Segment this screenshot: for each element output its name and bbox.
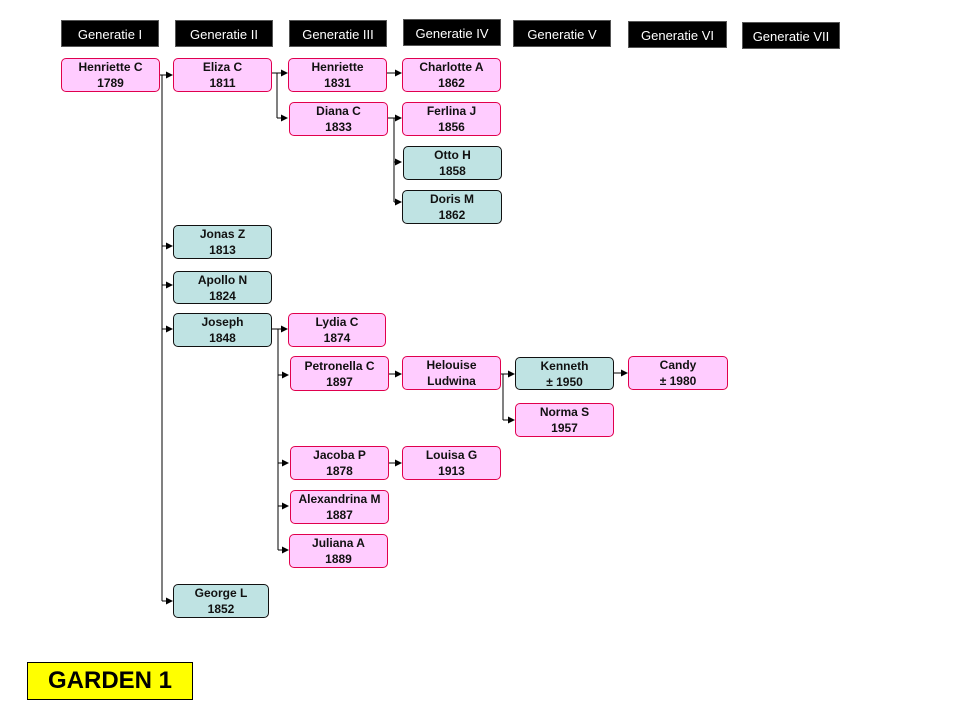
person-year: 1887 <box>326 508 353 522</box>
person-joseph: Joseph 1848 <box>173 313 272 347</box>
person-ferlina-j: Ferlina J 1856 <box>402 102 501 136</box>
person-year: ± 1950 <box>546 374 583 389</box>
generation-header-5: Generatie V <box>513 20 611 47</box>
person-name: Norma S <box>539 405 590 419</box>
person-lydia-c: Lydia C 1874 <box>288 313 386 347</box>
person-name: Petronella C <box>304 358 375 373</box>
person-year: 1874 <box>323 331 351 345</box>
person-alexandrina-m: Alexandrina M 1887 <box>290 490 389 524</box>
person-name: Henriette C <box>78 60 143 74</box>
person-year: 1848 <box>209 331 236 345</box>
person-name: Henriette <box>311 60 364 74</box>
person-petronella-c: Petronella C 1897 <box>290 356 389 391</box>
person-otto-h: Otto H 1858 <box>403 146 502 180</box>
person-name: Joseph <box>201 315 244 329</box>
person-name: Helouise <box>426 358 477 372</box>
generation-header-6: Generatie VI <box>628 21 727 48</box>
person-year: Ludwina <box>427 374 476 388</box>
person-name: Louisa G <box>425 448 478 462</box>
person-name: Apollo N <box>197 272 248 287</box>
person-year: 1862 <box>438 76 465 90</box>
person-name: Jacoba P <box>313 448 366 462</box>
person-year: 1897 <box>326 374 353 389</box>
person-name: Ferlina J <box>426 104 477 118</box>
person-apollo-n: Apollo N 1824 <box>173 271 272 304</box>
person-henriette-c: Henriette C 1789 <box>61 58 160 92</box>
person-year: 1913 <box>438 464 465 478</box>
person-candy: Candy ± 1980 <box>628 356 728 390</box>
generation-header-7: Generatie VII <box>742 22 840 49</box>
person-henriette: Henriette 1831 <box>288 58 387 92</box>
person-name: Eliza C <box>202 60 243 74</box>
person-year: 1889 <box>325 552 352 566</box>
person-eliza-c: Eliza C 1811 <box>173 58 272 92</box>
person-doris-m: Doris M 1862 <box>402 190 502 224</box>
person-year: 1862 <box>438 208 466 222</box>
person-name: Jonas Z <box>199 227 246 241</box>
person-year: 1833 <box>325 120 352 134</box>
person-name: Otto H <box>434 148 471 162</box>
person-year: 1813 <box>209 243 236 257</box>
person-louisa-g: Louisa G 1913 <box>402 446 501 480</box>
person-norma-s: Norma S 1957 <box>515 403 614 437</box>
person-name: Charlotte A <box>419 60 484 74</box>
generation-header-3: Generatie III <box>289 20 387 47</box>
person-kenneth: Kenneth ± 1950 <box>515 357 614 390</box>
person-year: 1789 <box>97 76 124 90</box>
person-name: George L <box>194 586 248 600</box>
person-name: Juliana A <box>312 536 365 550</box>
person-year: 1858 <box>439 164 466 178</box>
person-name: Diana C <box>316 104 361 118</box>
person-helouise-ludwina: Helouise Ludwina <box>402 356 501 390</box>
person-charlotte-a: Charlotte A 1862 <box>402 58 501 92</box>
person-name: Doris M <box>429 192 474 206</box>
person-year: 1878 <box>326 464 353 478</box>
person-name: Lydia C <box>315 315 359 329</box>
person-year: 1831 <box>324 76 351 90</box>
generation-header-2: Generatie II <box>175 20 273 47</box>
person-year: 1852 <box>207 602 235 616</box>
person-diana-c: Diana C 1833 <box>289 102 388 136</box>
person-name: Kenneth <box>540 358 589 373</box>
garden-label: GARDEN 1 <box>27 662 193 700</box>
generation-header-4: Generatie IV <box>403 19 501 46</box>
person-jonas-z: Jonas Z 1813 <box>173 225 272 259</box>
person-year: 1856 <box>438 120 465 134</box>
person-name: Candy <box>659 358 697 372</box>
person-year: 1811 <box>209 76 236 90</box>
person-jacoba-p: Jacoba P 1878 <box>290 446 389 480</box>
person-year: 1824 <box>209 288 236 303</box>
person-year: 1957 <box>551 421 578 435</box>
generation-header-1: Generatie I <box>61 20 159 47</box>
person-name: Alexandrina M <box>298 492 381 506</box>
person-george-l: George L 1852 <box>173 584 269 618</box>
person-juliana-a: Juliana A 1889 <box>289 534 388 568</box>
person-year: ± 1980 <box>659 374 697 388</box>
